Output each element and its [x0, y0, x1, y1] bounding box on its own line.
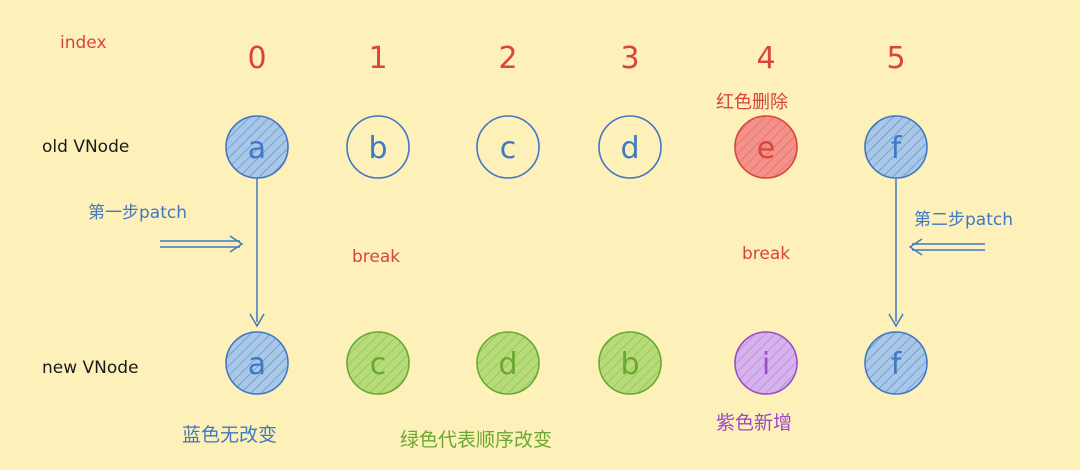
new-node-d: d — [476, 331, 540, 395]
old-node-b: b — [346, 115, 410, 179]
new-node-f: f — [864, 331, 928, 395]
index-row: 0 1 2 3 4 5 — [247, 41, 905, 76]
patch-connector-f — [888, 178, 904, 328]
old-vnode-label: old VNode — [42, 137, 129, 157]
old-node-d: d — [598, 115, 662, 179]
legend-green-reorder: 绿色代表顺序改变 — [400, 429, 552, 451]
legend-purple-new: 紫色新增 — [716, 412, 792, 434]
old-node-letter: c — [500, 131, 517, 166]
new-node-circle — [346, 331, 410, 395]
new-node-letter: b — [620, 347, 639, 382]
new-node-letter: i — [762, 347, 770, 382]
new-node-letter: a — [248, 347, 266, 382]
old-vnode-row: a b c d e f — [225, 115, 928, 179]
step1-arrow — [160, 235, 244, 253]
old-node-e: e — [734, 115, 798, 179]
patch-connector-a — [249, 178, 265, 328]
break-label-2: break — [742, 244, 790, 264]
old-node-letter: f — [891, 131, 903, 166]
new-node-letter: c — [370, 347, 387, 382]
new-node-c: c — [346, 331, 410, 395]
old-node-f: f — [864, 115, 928, 179]
index-number: 5 — [886, 41, 905, 76]
index-number: 3 — [620, 41, 639, 76]
old-node-c: c — [476, 115, 540, 179]
index-label: index — [60, 33, 107, 53]
old-node-circle — [598, 115, 662, 179]
break-label-1: break — [352, 247, 400, 267]
new-node-a: a — [225, 331, 289, 395]
step2-label: 第二步patch — [914, 210, 1013, 230]
red-delete-label: 红色删除 — [716, 92, 788, 113]
index-number: 2 — [498, 41, 517, 76]
step1-label: 第一步patch — [88, 203, 187, 223]
new-node-circle — [864, 331, 928, 395]
index-number: 0 — [247, 41, 266, 76]
new-vnode-label: new VNode — [42, 358, 139, 378]
old-node-letter: b — [368, 131, 387, 166]
new-node-circle — [598, 331, 662, 395]
index-number: 1 — [368, 41, 387, 76]
new-node-circle — [476, 331, 540, 395]
old-node-circle — [476, 115, 540, 179]
old-node-circle — [346, 115, 410, 179]
old-node-circle — [734, 115, 798, 179]
new-node-circle — [734, 331, 798, 395]
legend-blue-unchanged: 蓝色无改变 — [182, 424, 277, 446]
new-node-letter: f — [891, 347, 903, 382]
old-node-a: a — [225, 115, 289, 179]
old-node-circle — [864, 115, 928, 179]
new-node-b: b — [598, 331, 662, 395]
new-node-letter: d — [498, 347, 517, 382]
old-node-letter: e — [757, 131, 775, 166]
old-node-circle — [225, 115, 289, 179]
old-node-letter: a — [248, 131, 266, 166]
new-node-circle — [225, 331, 289, 395]
step2-arrow — [908, 238, 985, 256]
index-number: 4 — [756, 41, 775, 76]
new-node-i: i — [734, 331, 798, 395]
old-node-letter: d — [620, 131, 639, 166]
